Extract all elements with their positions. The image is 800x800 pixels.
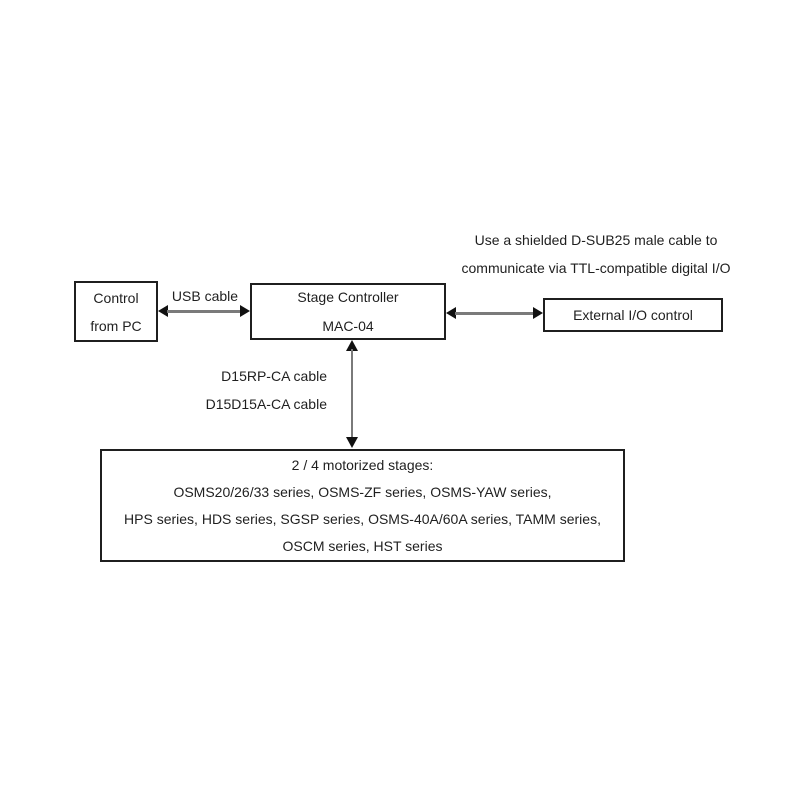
arrow-shaft bbox=[455, 311, 534, 315]
arrowhead-down-icon bbox=[346, 437, 358, 448]
usb-cable-label: USB cable bbox=[171, 288, 239, 304]
dsub-note: Use a shielded D-SUB25 male cable to com… bbox=[446, 226, 746, 282]
stages-line3: HPS series, HDS series, SGSP series, OSM… bbox=[124, 510, 601, 527]
d15d15a-cable-label: D15D15A-CA cable bbox=[205, 396, 327, 412]
control-pc-line2: from PC bbox=[90, 317, 142, 334]
stages-title: 2 / 4 motorized stages: bbox=[291, 456, 434, 473]
control-pc-line1: Control bbox=[93, 289, 139, 306]
stage-controller-line2: MAC-04 bbox=[322, 317, 374, 334]
control-pc-box: Control from PC bbox=[74, 281, 158, 342]
io-arrow bbox=[446, 305, 543, 321]
stage-cable-arrow bbox=[344, 340, 360, 448]
arrowhead-left-icon bbox=[158, 305, 168, 317]
motorized-stages-box: 2 / 4 motorized stages: OSMS20/26/33 ser… bbox=[100, 449, 625, 562]
stages-line2: OSMS20/26/33 series, OSMS-ZF series, OSM… bbox=[173, 483, 552, 500]
stages-line4: OSCM series, HST series bbox=[282, 537, 443, 554]
arrowhead-left-icon bbox=[446, 307, 456, 319]
external-io-box: External I/O control bbox=[543, 298, 723, 332]
arrow-shaft bbox=[351, 349, 353, 439]
arrowhead-right-icon bbox=[533, 307, 543, 319]
dsub-note-line2: communicate via TTL-compatible digital I… bbox=[461, 260, 731, 276]
arrow-shaft bbox=[167, 309, 241, 313]
d15rp-cable-label: D15RP-CA cable bbox=[221, 368, 327, 384]
arrowhead-up-icon bbox=[346, 340, 358, 351]
stage-controller-box: Stage Controller MAC-04 bbox=[250, 283, 446, 340]
arrowhead-right-icon bbox=[240, 305, 250, 317]
stage-controller-line1: Stage Controller bbox=[297, 288, 399, 305]
external-io-label: External I/O control bbox=[573, 307, 693, 323]
dsub-note-line1: Use a shielded D-SUB25 male cable to bbox=[474, 232, 718, 248]
usb-arrow bbox=[158, 303, 250, 319]
